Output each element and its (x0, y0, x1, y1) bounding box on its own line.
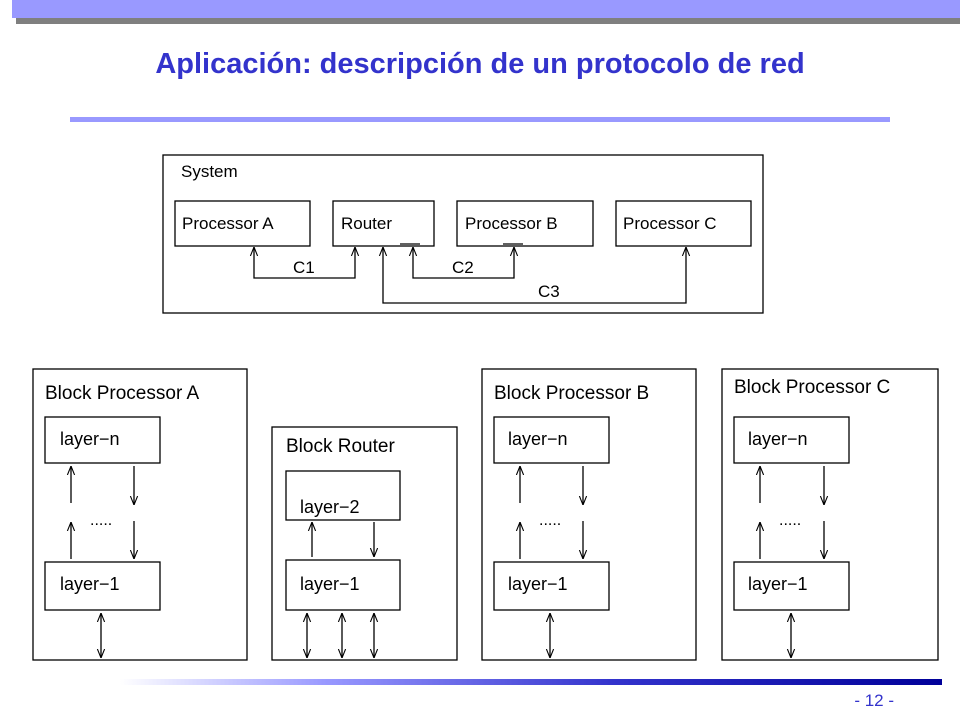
block-processor-b-bottom-layer-label: layer−1 (508, 574, 568, 594)
block-router: Block Router layer−2 layer−1 (271, 426, 458, 661)
block-processor-c-title: Block Processor C (734, 377, 890, 398)
block-router-bottom-layer (285, 559, 401, 611)
block-processor-b-top-layer-label: layer−n (508, 429, 568, 449)
channel-c1-label: C1 (293, 258, 315, 277)
system-diagram: System Processor A Router Processor B Pr… (162, 154, 764, 314)
block-processor-b-frame (481, 368, 697, 661)
node-processor-c-label: Processor C (623, 214, 717, 233)
block-router-bottom-layer-label: layer−1 (300, 574, 360, 594)
block-processor-c-top-layer (733, 416, 850, 464)
block-processor-a-top-layer-label: layer−n (60, 429, 120, 449)
block-router-frame (271, 426, 458, 661)
node-router-label: Router (341, 214, 392, 233)
block-processor-b-top-layer (493, 416, 610, 464)
system-frame (162, 154, 764, 314)
block-processor-b-ellipsis: ..... (539, 512, 561, 529)
top-accent-bar (12, 0, 960, 18)
block-processor-a-bottom-layer-label: layer−1 (60, 574, 120, 594)
block-processor-a-ellipsis: ..... (90, 512, 112, 529)
footer-accent-bar (120, 679, 942, 685)
page-number: - 12 - (854, 691, 894, 710)
node-processor-b (456, 200, 594, 247)
block-processor-c-bottom-layer (733, 561, 850, 611)
block-router-top-layer (285, 470, 401, 521)
node-processor-a-label: Processor A (182, 214, 274, 233)
block-processor-c-frame (721, 368, 939, 661)
channel-c2 (413, 247, 514, 279)
node-processor-b-label: Processor B (465, 214, 558, 233)
block-processor-c-ellipsis: ..... (779, 512, 801, 529)
block-processor-a-bottom-layer (44, 561, 161, 611)
block-processor-a-title: Block Processor A (45, 383, 199, 404)
node-router (332, 200, 435, 247)
block-processor-a-frame (32, 368, 248, 661)
block-processor-c-bottom-layer-label: layer−1 (748, 574, 808, 594)
system-label: System (181, 162, 238, 181)
block-processor-b-bottom-layer (493, 561, 610, 611)
channel-c2-label: C2 (452, 258, 474, 277)
node-processor-c (615, 200, 752, 247)
slide-title: Aplicación: descripción de un protocolo … (155, 48, 805, 80)
channel-c3 (383, 247, 686, 304)
block-processor-b: Block Processor B layer−n layer−1 ..... (481, 368, 697, 661)
block-processor-c-top-layer-label: layer−n (748, 429, 808, 449)
block-processor-a-top-layer (44, 416, 161, 464)
block-router-top-layer-label: layer−2 (300, 497, 360, 517)
block-processor-a: Block Processor A layer−n layer−1 ..... (32, 368, 248, 661)
block-processor-b-title: Block Processor B (494, 383, 649, 404)
block-router-title: Block Router (286, 436, 395, 457)
channel-c1 (254, 247, 355, 279)
block-processor-c: Block Processor C layer−n layer−1 ..... (721, 368, 939, 661)
node-processor-a (174, 200, 311, 247)
channel-c3-label: C3 (538, 282, 560, 301)
title-underline (70, 117, 890, 122)
